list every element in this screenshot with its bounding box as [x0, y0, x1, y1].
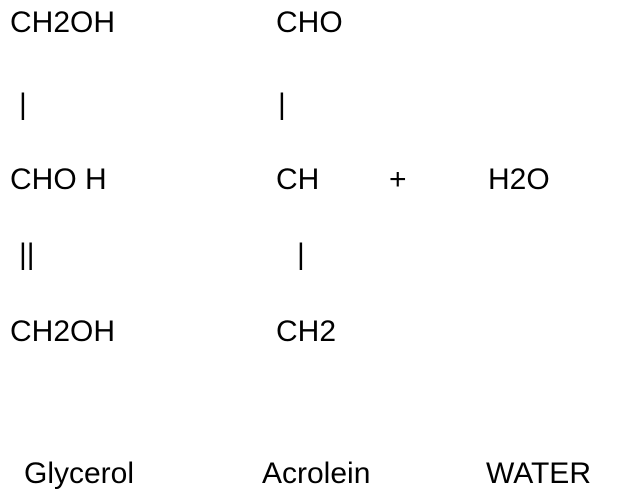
glycerol-line-5: CH2OH	[10, 315, 116, 348]
acrolein-line-3: CH	[276, 163, 320, 196]
label-water: WATER	[486, 457, 591, 490]
acrolein-line-4: |	[297, 238, 305, 271]
glycerol-line-2: |	[19, 88, 27, 121]
glycerol-line-4: ||	[19, 238, 35, 271]
glycerol-line-3: CHO H	[10, 163, 107, 196]
glycerol-line-1: CH2OH	[10, 6, 116, 39]
acrolein-line-2: |	[278, 88, 286, 121]
label-acrolein: Acrolein	[262, 457, 371, 490]
plus-sign: +	[389, 163, 407, 196]
label-glycerol: Glycerol	[24, 457, 135, 490]
acrolein-line-5: CH2	[276, 315, 337, 348]
acrolein-line-1: CHO	[276, 6, 343, 39]
water-formula: H2O	[488, 163, 550, 196]
